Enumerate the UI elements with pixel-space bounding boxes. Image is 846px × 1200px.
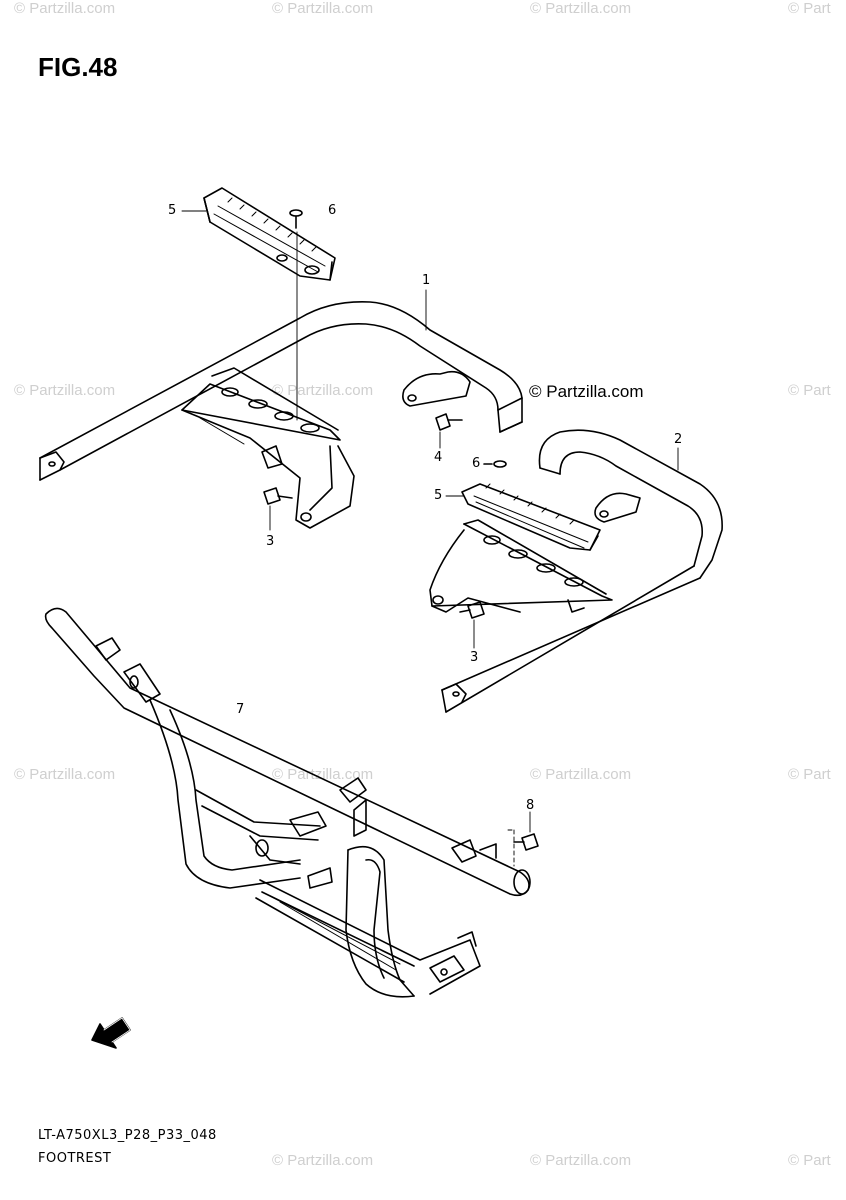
bolt-4 (435, 413, 463, 449)
watermark: © Part (788, 1152, 831, 1169)
callout-1: 1 (422, 273, 431, 288)
screw-6-upper (289, 209, 303, 229)
footpeg-plate-lower (461, 483, 601, 551)
callout-6: 6 (472, 456, 481, 471)
screw-6-lower (483, 460, 507, 468)
front-guard-frame (44, 607, 531, 998)
callout-3: 3 (470, 650, 479, 665)
watermark: © Partzilla.com (272, 766, 374, 783)
callout-4: 4 (434, 450, 443, 465)
watermark: © Partzilla.com (530, 766, 632, 783)
footrest-frame-left (39, 301, 523, 529)
watermark: © Part (788, 0, 831, 17)
copyright-notice: © Partzilla.com (529, 382, 644, 401)
diagram-code: LT-A750XL3_P28_P33_048 (38, 1128, 217, 1143)
callout-2: 2 (674, 432, 683, 447)
diagram-caption: FOOTREST (38, 1151, 112, 1166)
watermark: © Partzilla.com (14, 0, 116, 17)
callout-7: 7 (236, 702, 245, 717)
bolt-3-lower (459, 601, 485, 649)
watermark: © Partzilla.com (14, 766, 116, 783)
watermark: © Part (788, 382, 831, 399)
watermark: © Partzilla.com (14, 382, 116, 399)
callout-3: 3 (266, 534, 275, 549)
figure-title: FIG.48 (38, 52, 118, 82)
watermark: © Partzilla.com (530, 1152, 632, 1169)
watermark: © Part (788, 766, 831, 783)
bolt-8 (507, 811, 539, 867)
callout-8: 8 (526, 798, 535, 813)
footpeg-plate-upper (203, 187, 336, 281)
footrest-frame-right (429, 429, 723, 713)
watermark: © Partzilla.com (530, 0, 632, 17)
watermark: © Partzilla.com (272, 0, 374, 17)
callout-5: 5 (434, 488, 443, 503)
callout-6: 6 (328, 203, 337, 218)
bolt-3-upper (263, 487, 293, 531)
front-direction-arrow-icon (91, 1017, 131, 1049)
watermark: © Partzilla.com (272, 1152, 374, 1169)
callout-5: 5 (168, 203, 177, 218)
